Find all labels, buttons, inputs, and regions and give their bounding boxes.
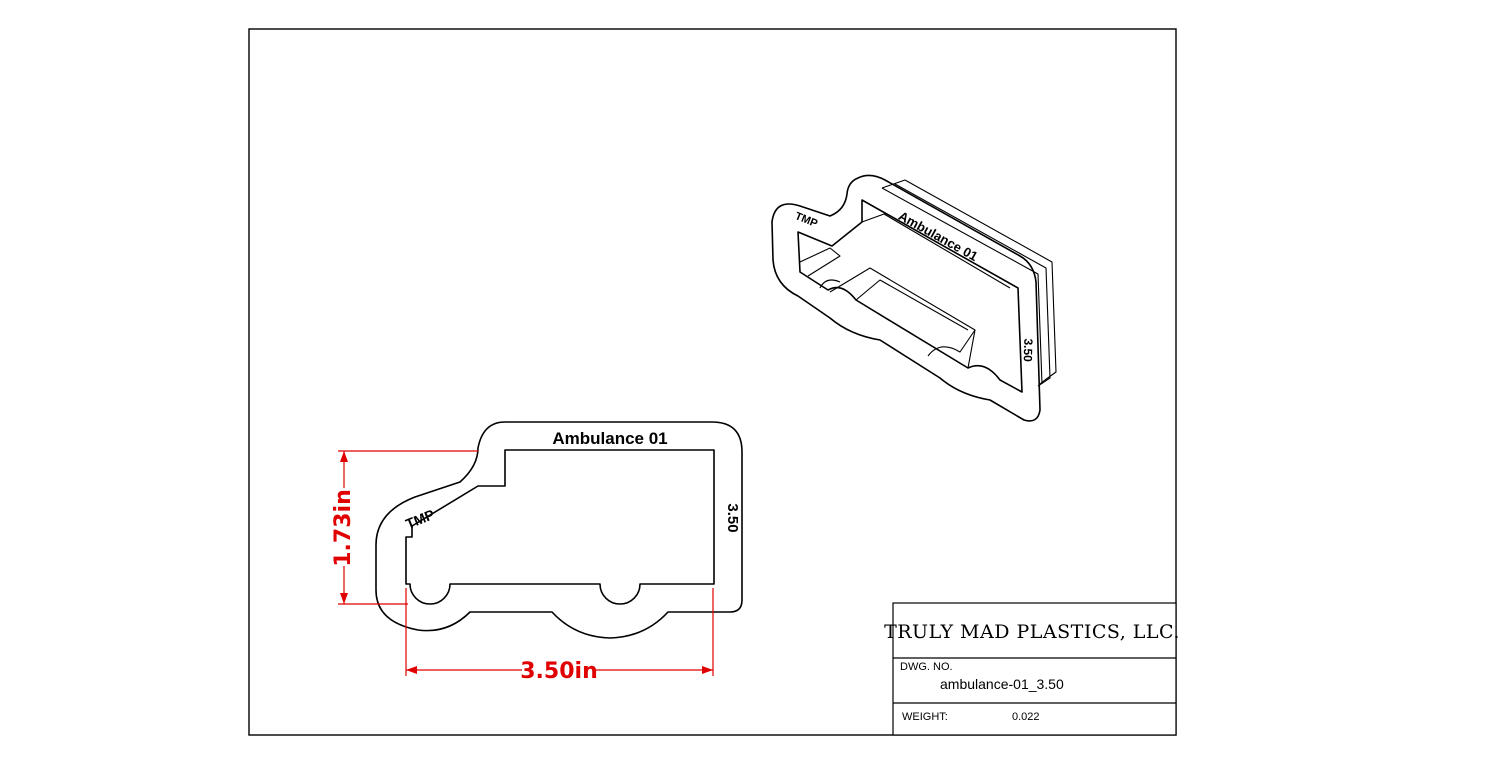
height-arrow-bottom xyxy=(340,593,348,604)
sheet-border xyxy=(248,28,1177,736)
height-dimension-text: 1.73in xyxy=(331,489,356,566)
width-arrow-right xyxy=(702,666,713,674)
iso-wheel-arch-front xyxy=(819,279,841,289)
cutter-outer-outline xyxy=(375,421,743,639)
part-name-emboss: Ambulance 01 xyxy=(552,429,667,448)
iso-brand-emboss: TMP xyxy=(793,210,819,230)
iso-inner-wall-left xyxy=(799,247,841,277)
height-dimension: 1.73in xyxy=(331,450,478,605)
isometric-view: Ambulance 01 TMP 3.50 xyxy=(771,174,1057,422)
height-arrow-top xyxy=(340,451,348,462)
iso-inner-wall-top xyxy=(861,213,1011,289)
dwg-no-label: DWG. NO. xyxy=(900,661,953,673)
width-dimension: 3.50in xyxy=(405,588,714,684)
iso-rear-plate-mid xyxy=(894,183,1051,387)
width-arrow-left xyxy=(406,666,417,674)
weight-label: WEIGHT: xyxy=(902,711,948,723)
width-dimension-text: 3.50in xyxy=(520,659,597,684)
iso-rear-plate-front xyxy=(881,187,1043,385)
iso-inner-wall-floor xyxy=(829,267,976,369)
front-view: Ambulance 01 TMP 3.50 1.73in 3.50in xyxy=(331,421,743,684)
dwg-no-value: ambulance-01_3.50 xyxy=(940,676,1064,692)
iso-wheel-arch-rear xyxy=(927,329,976,357)
cutter-inner-outline xyxy=(405,449,715,605)
title-block: TRULY MAD PLASTICS, LLC. DWG. NO. ambula… xyxy=(884,602,1180,736)
brand-emboss: TMP xyxy=(403,506,436,532)
iso-rear-plate-back xyxy=(904,179,1057,385)
size-emboss: 3.50 xyxy=(724,503,741,532)
iso-part-name-emboss: Ambulance 01 xyxy=(896,208,980,264)
iso-flange-outer xyxy=(771,174,1041,422)
iso-size-emboss: 3.50 xyxy=(1021,338,1036,362)
title-block-frame xyxy=(892,602,1177,736)
weight-value: 0.022 xyxy=(1012,711,1040,723)
iso-inner-wall-floor-edge xyxy=(855,279,969,331)
company-name: TRULY MAD PLASTICS, LLC. xyxy=(884,621,1180,643)
